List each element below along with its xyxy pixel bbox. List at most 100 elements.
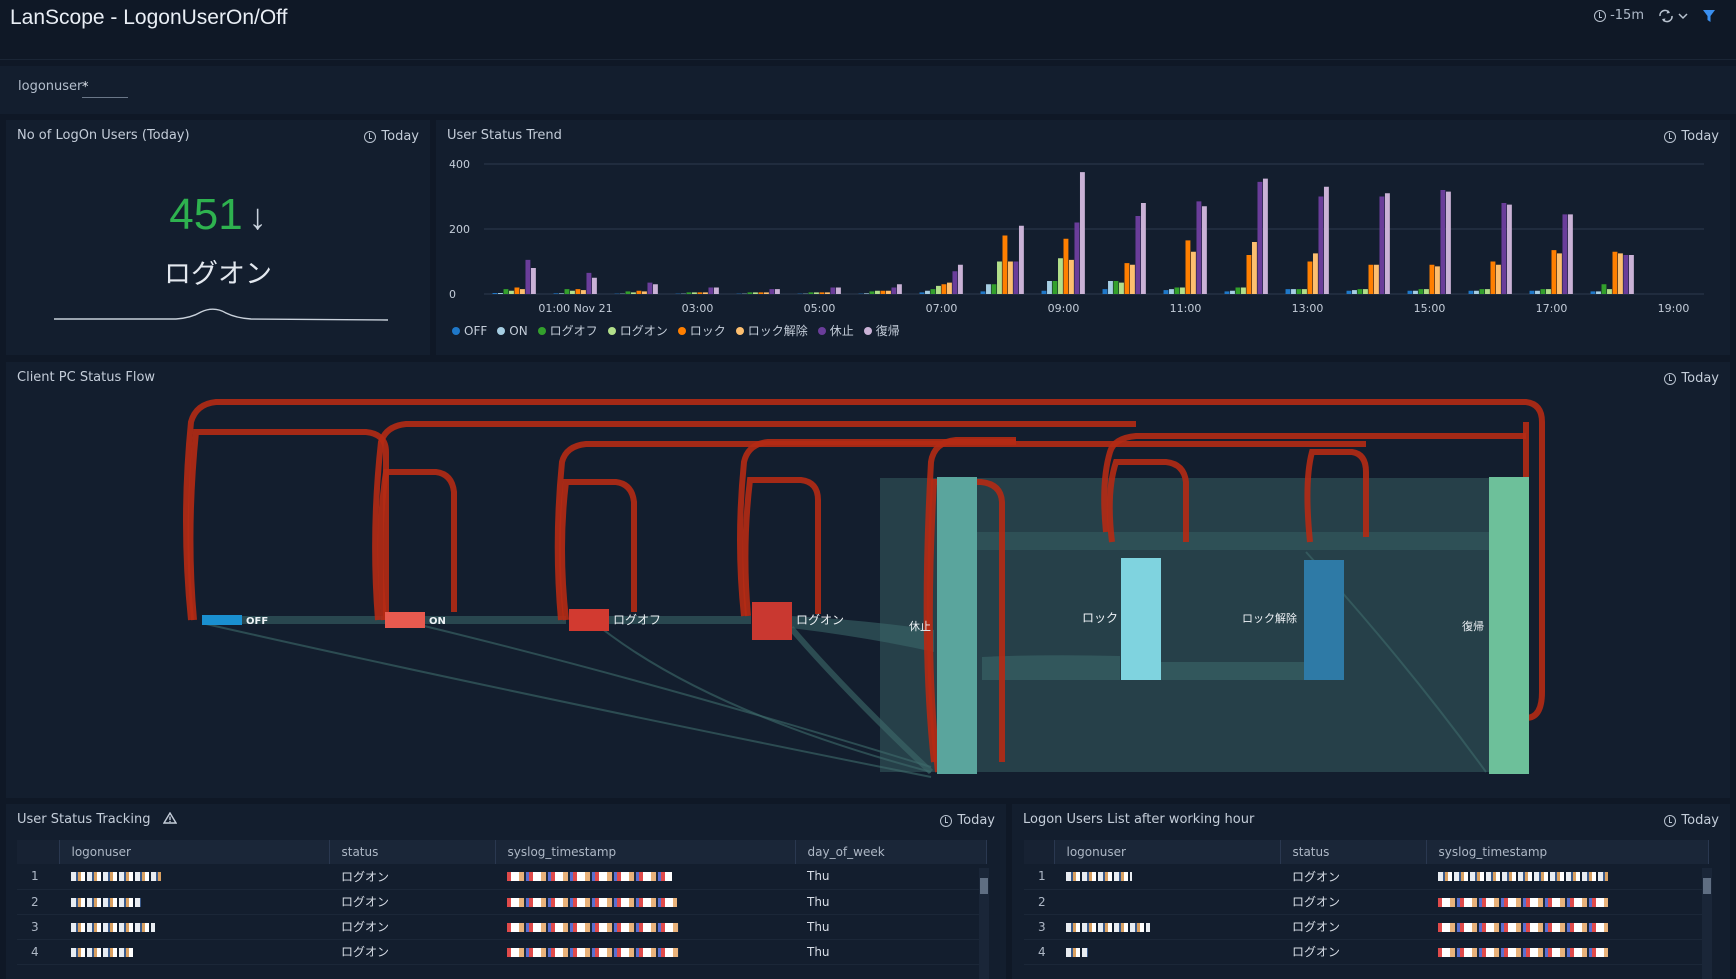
bar — [1506, 204, 1512, 294]
table-row[interactable]: 1 ログオン Thu — [17, 864, 987, 890]
cell-status: ログオン — [329, 864, 495, 890]
bar — [591, 277, 597, 294]
column-header-logonuser[interactable]: logonuser — [1054, 840, 1281, 864]
panel-time-range[interactable]: Today — [940, 813, 995, 828]
legend-label: ログオン — [619, 324, 668, 338]
bar — [930, 289, 936, 294]
clock-icon — [1664, 130, 1677, 143]
warning-icon[interactable] — [162, 811, 177, 824]
bar — [875, 290, 880, 294]
bar — [946, 282, 952, 294]
legend-item[interactable]: ログオフ — [537, 322, 598, 339]
column-header-day-of-week[interactable]: day_of_week — [795, 840, 987, 864]
x-tick-label: 15:00 — [1414, 302, 1446, 315]
bar — [1102, 289, 1108, 294]
panel-title-text: User Status Tracking — [17, 812, 151, 827]
bar — [1241, 287, 1246, 294]
flow-node-label: OFF — [246, 616, 268, 627]
bar — [692, 292, 697, 294]
panel-time-range[interactable]: Today — [1664, 371, 1719, 386]
flow-node-resume[interactable] — [1489, 477, 1529, 774]
bar — [1124, 263, 1130, 294]
legend-item[interactable]: ロック解除 — [735, 322, 808, 339]
refresh-button[interactable] — [1658, 9, 1688, 23]
column-header-syslog-timestamp[interactable]: syslog_timestamp — [495, 840, 796, 864]
flow-node-label: ロック解除 — [1242, 611, 1297, 625]
row-index: 1 — [1024, 864, 1054, 890]
panel-time-range[interactable]: Today — [1664, 813, 1719, 828]
bar — [697, 292, 703, 294]
bar — [1495, 264, 1501, 294]
cell-logonuser-redacted — [1054, 914, 1280, 940]
bar — [1251, 242, 1257, 294]
legend-label: ロック — [689, 324, 726, 338]
flow-node-pause[interactable] — [937, 477, 977, 774]
legend-item[interactable]: 休止 — [817, 322, 854, 339]
flow-node-on[interactable] — [385, 612, 425, 628]
bar — [1257, 181, 1263, 294]
bar — [753, 292, 758, 294]
legend-item[interactable]: 復帰 — [863, 322, 900, 339]
bar — [1185, 240, 1191, 294]
row-index: 2 — [17, 889, 59, 915]
legend-item[interactable]: ログオン — [607, 322, 668, 339]
legend-swatch — [607, 326, 616, 335]
flow-node-off[interactable] — [202, 615, 242, 625]
flow-node-lock[interactable] — [1121, 558, 1161, 680]
time-range-picker[interactable]: -15m — [1594, 8, 1644, 23]
table-row[interactable]: 2 ログオン Thu — [17, 889, 987, 915]
cell-day: Thu — [795, 889, 987, 915]
y-tick-label: 0 — [449, 288, 456, 301]
bar — [1540, 289, 1546, 294]
client-pc-status-flow-panel: Client PC Status Flow Today — [6, 362, 1730, 798]
table-row[interactable]: 4 ログオン — [1024, 939, 1709, 965]
flow-node-label: 休止 — [909, 620, 931, 633]
filter-bar: logonuser — [0, 66, 1736, 114]
cell-status: ログオン — [329, 914, 495, 940]
bar — [580, 290, 586, 294]
bar — [919, 292, 925, 294]
filter-button[interactable] — [1702, 9, 1716, 23]
user-status-tracking-panel: User Status Tracking Today logonuser sta… — [6, 804, 1006, 979]
column-header-logonuser[interactable]: logonuser — [59, 840, 330, 864]
flow-node-logon[interactable] — [752, 602, 792, 640]
legend-item[interactable]: ロック — [677, 322, 726, 339]
table-row[interactable]: 3 ログオン Thu — [17, 914, 987, 940]
flow-node-unlock[interactable] — [1304, 560, 1344, 680]
legend-item[interactable]: ON — [497, 322, 528, 339]
panel-time-range[interactable]: Today — [1664, 129, 1719, 144]
row-index: 4 — [1024, 939, 1054, 965]
table-scrollbar[interactable] — [979, 868, 989, 979]
column-header-syslog-timestamp[interactable]: syslog_timestamp — [1426, 840, 1709, 864]
table-header-row: logonuser status syslog_timestamp day_of… — [17, 840, 987, 864]
table-header-index — [17, 840, 60, 864]
cell-logonuser-redacted — [1054, 889, 1280, 915]
bar — [525, 259, 531, 294]
bar — [1413, 290, 1418, 294]
legend-swatch — [863, 326, 872, 335]
bar — [1424, 289, 1429, 294]
logon-after-hours-panel: Logon Users List after working hour Toda… — [1012, 804, 1730, 979]
column-header-status[interactable]: status — [329, 840, 496, 864]
panel-time-range[interactable]: Today — [364, 129, 419, 144]
table-row[interactable]: 3 ログオン — [1024, 914, 1709, 940]
y-tick-label: 200 — [449, 223, 470, 236]
table-row[interactable]: 4 ログオン Thu — [17, 939, 987, 965]
table-row[interactable]: 1 ログオン — [1024, 864, 1709, 890]
bar — [1013, 261, 1019, 294]
panel-title: User Status Tracking — [17, 811, 177, 827]
table-scrollbar[interactable] — [1702, 868, 1712, 979]
logonuser-filter-input[interactable] — [82, 78, 128, 98]
bar — [1379, 196, 1385, 294]
kpi-label: ログオン — [164, 259, 272, 290]
scrollbar-thumb[interactable] — [1703, 878, 1711, 894]
scrollbar-thumb[interactable] — [980, 878, 988, 894]
cell-timestamp-redacted — [495, 914, 795, 940]
table-row[interactable]: 2 ログオン — [1024, 889, 1709, 915]
legend-item[interactable]: OFF — [452, 322, 487, 339]
bar — [1052, 281, 1058, 294]
flow-node-logoff[interactable] — [569, 609, 609, 631]
cell-timestamp-redacted — [495, 889, 795, 915]
column-header-status[interactable]: status — [1280, 840, 1427, 864]
logon-users-kpi-panel: No of LogOn Users (Today) Today 451↓ ログオ… — [6, 120, 430, 355]
